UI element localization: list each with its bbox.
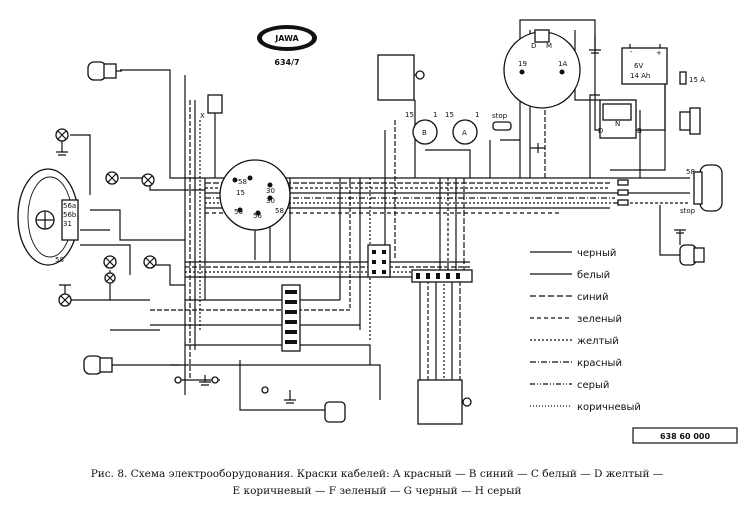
- battery-voltage: 6V: [634, 62, 643, 70]
- lamp-icon: [143, 255, 157, 269]
- switch-label-56b: 56: [253, 212, 262, 220]
- reference-box: 638 60 000: [632, 427, 738, 444]
- reference-code: 638 60 000: [660, 432, 711, 441]
- legend-label: серый: [577, 380, 609, 391]
- stop-switch: stop: [492, 112, 545, 153]
- caption-line-1: Рис. 8. Схема электрооборудования. Краск…: [90, 468, 664, 480]
- label-56a: 56a: [63, 202, 76, 210]
- lamp-icon: [55, 128, 69, 156]
- caption-line-2: E коричневый — F зеленый — G черный — H …: [232, 485, 522, 497]
- coil-label-b: B: [422, 129, 427, 137]
- cable-legend: черный белый синий зеленый желтый красный серы…: [530, 248, 641, 413]
- horn-icon: [674, 229, 705, 266]
- switch-label-30b: 30: [266, 197, 275, 205]
- condenser: X: [200, 94, 223, 120]
- svg-text:+: +: [656, 49, 662, 57]
- fuse-rating: 15 A: [689, 76, 705, 84]
- label-31: 31: [63, 220, 72, 228]
- lamp-icon: [104, 272, 116, 284]
- gen-label-1a: 1A: [558, 60, 567, 68]
- coils-ab: 15 1 15 B 1 A: [405, 111, 479, 145]
- turn-signal-rear-icon: [83, 355, 113, 375]
- stop-label-2: stop: [680, 207, 696, 215]
- switch-label-58b: 58: [275, 207, 284, 215]
- battery: - + 6V 14 Ah: [621, 44, 668, 85]
- jawa-logo: JAWA 634/7: [257, 25, 317, 67]
- figure-caption: Рис. 8. Схема электрооборудования. Краск…: [22, 466, 732, 500]
- lower-components: [174, 375, 472, 425]
- legend-label: белый: [577, 270, 610, 281]
- connector-blocks: [281, 244, 473, 352]
- lamp-icon: [141, 173, 155, 187]
- legend-label: красный: [577, 358, 622, 369]
- rear-label-58: 58: [686, 168, 695, 176]
- label-58: 58: [55, 256, 64, 264]
- battery-capacity: 14 Ah: [630, 72, 650, 80]
- coil-label-1: 1: [433, 111, 437, 119]
- coil-label-15b: 15: [445, 111, 454, 119]
- regulator-n: N: [615, 120, 620, 128]
- legend-label: коричневый: [577, 402, 641, 413]
- switch-label-30: 30: [266, 187, 275, 195]
- coil-label-1b: 1: [475, 111, 479, 119]
- legend-label: черный: [577, 248, 616, 259]
- turn-signal-front-icon: [87, 61, 122, 81]
- regulator-d: D: [598, 127, 603, 135]
- wiring-diagram: 56a 56b 31 58: [17, 19, 738, 444]
- label-56b: 56b: [63, 211, 77, 219]
- label-x: X: [200, 112, 205, 120]
- generator: D M 19 1A: [503, 29, 601, 109]
- stop-label-1: stop: [492, 112, 508, 120]
- lamp-icon: [103, 255, 117, 269]
- voltage-regulator: D N B: [589, 94, 642, 139]
- legend-label: синий: [577, 292, 609, 303]
- ignition-switch: 58 15 30 30 56 56 58: [219, 159, 291, 231]
- gen-label-d: D: [531, 42, 536, 50]
- svg-text:-: -: [630, 48, 633, 56]
- ignition-coil: [377, 54, 425, 101]
- gen-label-m: M: [546, 42, 552, 50]
- switch-label-15: 15: [236, 189, 245, 197]
- coil-label-15: 15: [405, 111, 414, 119]
- gen-label-19: 19: [518, 60, 527, 68]
- model-number: 634/7: [274, 58, 299, 67]
- indicator-lamps: [55, 128, 157, 307]
- lamp-icon: [105, 171, 119, 185]
- coil-label-a: A: [462, 129, 467, 137]
- switch-label-58a: 58: [238, 178, 247, 186]
- legend-label: зеленый: [577, 314, 622, 325]
- headlight: 56a 56b 31 58: [17, 168, 79, 266]
- turn-signal-lamps: [83, 61, 705, 375]
- rear-light: 58 stop: [617, 164, 723, 215]
- legend-label: желтый: [577, 336, 619, 347]
- lamp-icon: [58, 284, 72, 307]
- switch-label-56: 56: [234, 208, 243, 216]
- logo-text: JAWA: [274, 34, 299, 43]
- regulator-b: B: [637, 127, 642, 135]
- fuse: 15 A: [679, 71, 705, 135]
